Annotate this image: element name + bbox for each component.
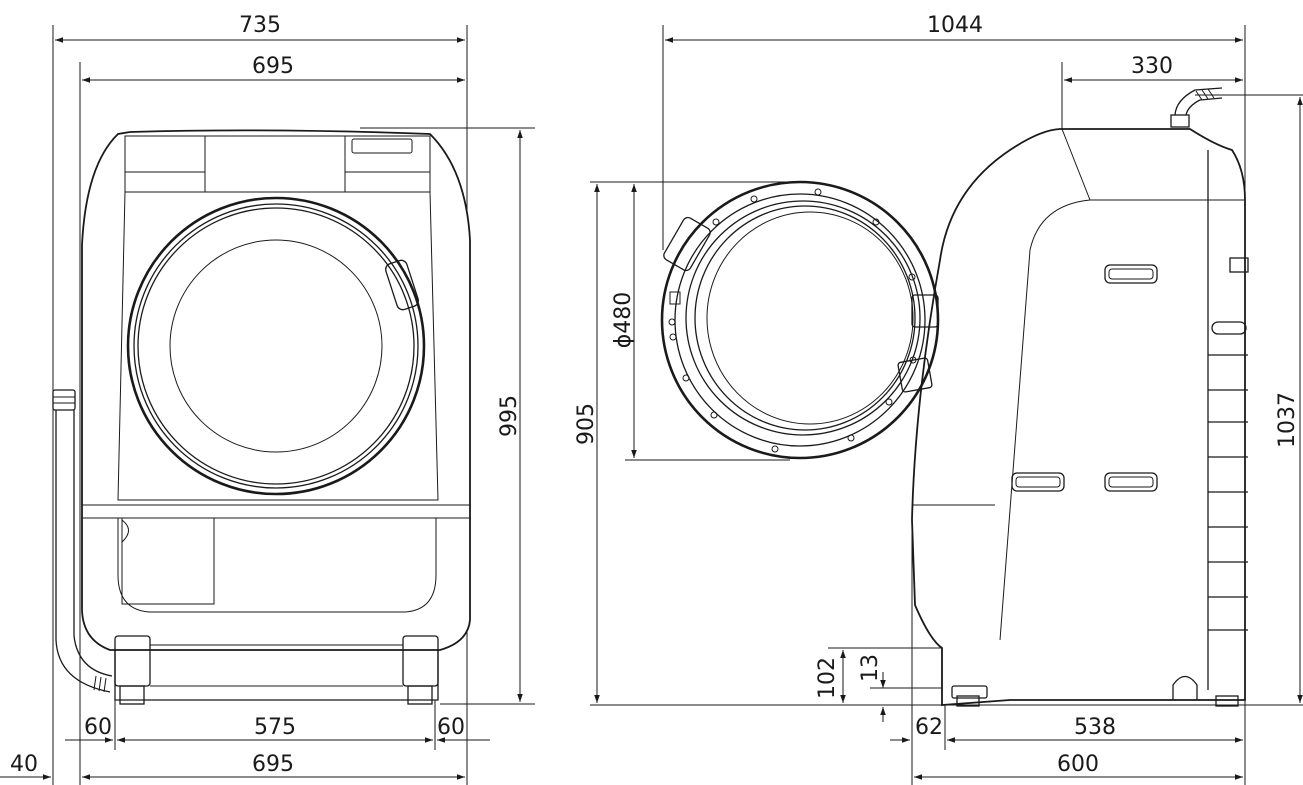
side-dimension-labels: 1044 330 905 ϕ480 1037 102 13 62 538 600	[574, 13, 1300, 777]
dim-foot-height: 13	[858, 654, 883, 682]
front-dimension-labels: 735 695 995 60 575 60 695 40	[10, 13, 522, 777]
dim-front-offset: 62	[915, 715, 943, 740]
side-view: 1044 330 905 ϕ480 1037 102 13 62 538 600	[574, 13, 1303, 785]
side-machine-body	[911, 128, 1249, 707]
dim-door-open-depth: 1044	[927, 13, 983, 38]
side-inlet-hose	[1170, 87, 1223, 128]
side-dimension-lines	[594, 37, 1303, 780]
front-machine-body	[81, 129, 471, 651]
dim-base-width: 695	[252, 752, 294, 777]
side-ribs	[1208, 257, 1249, 631]
side-open-door	[660, 180, 940, 460]
dim-right-margin: 60	[437, 715, 465, 740]
dim-left-margin: 60	[84, 715, 112, 740]
dim-overall-width: 735	[239, 13, 281, 38]
dim-hose-offset: 40	[10, 752, 38, 777]
front-view: 735 695 995 60 575 60 695 40	[0, 13, 535, 785]
front-base	[114, 635, 439, 705]
front-dimension-lines	[0, 37, 523, 780]
dim-body-width: 695	[252, 54, 294, 79]
dim-depth: 600	[1057, 752, 1099, 777]
dim-foot-span: 575	[254, 715, 296, 740]
dim-hose-depth: 330	[1131, 54, 1173, 79]
dim-clearance-height: 102	[815, 657, 840, 699]
dim-total-height: 1037	[1275, 392, 1300, 448]
dim-foot-depth: 538	[1074, 715, 1116, 740]
dim-height: 995	[497, 395, 522, 437]
dim-door-diameter: ϕ480	[611, 292, 636, 349]
front-hose	[52, 389, 113, 693]
dim-door-height: 905	[574, 403, 599, 445]
front-door	[126, 196, 426, 496]
